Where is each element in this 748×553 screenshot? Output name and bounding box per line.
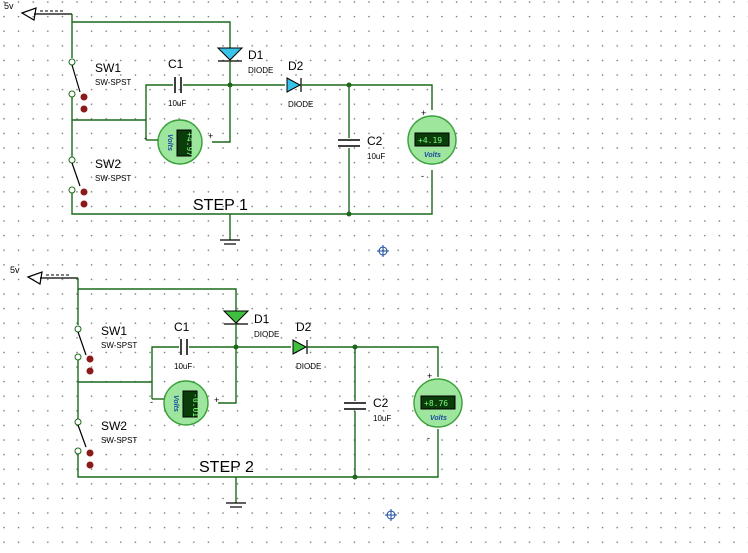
switch-sw1[interactable] <box>68 58 88 113</box>
voltmeter-large[interactable]: +4.19 Volts <box>407 115 457 165</box>
voltage-source-icon[interactable]: 5v <box>4 1 72 21</box>
meter-large-minus: - <box>427 433 430 443</box>
c1-value: 10uF <box>168 99 186 108</box>
source-label: 5v <box>10 265 20 275</box>
meter-large-reading: +8.76 <box>424 399 448 408</box>
sw2-label: SW2 <box>95 157 121 171</box>
c1-label: C1 <box>168 57 184 71</box>
voltmeter-small[interactable]: -0.01 Volts <box>163 380 209 426</box>
switch-sw2[interactable] <box>68 156 88 208</box>
c2-label: C2 <box>373 396 389 410</box>
c1-label: C1 <box>174 320 190 334</box>
sw2-type: SW-SPST <box>95 174 131 183</box>
d2-type: DIODE <box>288 100 313 109</box>
switch-sw2[interactable] <box>74 418 94 469</box>
meter-small-unit: Volts <box>172 395 179 412</box>
capacitor-c1[interactable] <box>174 77 182 93</box>
meter-small-reading: -0.01 <box>191 393 200 417</box>
meter-large-plus: + <box>421 108 426 118</box>
d2-type: DIODE <box>296 362 321 371</box>
crosshair-icon <box>385 509 397 521</box>
d1-label: D1 <box>248 48 264 62</box>
step-1-title: STEP 1 <box>193 197 248 214</box>
step-2-title: STEP 2 <box>199 459 254 476</box>
sw1-type: SW-SPST <box>101 341 137 350</box>
d2-label: D2 <box>288 59 304 73</box>
capacitor-c2[interactable] <box>338 139 360 147</box>
voltmeter-small[interactable]: +4.97 Volts <box>157 119 203 165</box>
sw2-label: SW2 <box>101 419 127 433</box>
meter-large-minus: - <box>421 171 424 181</box>
circuit-step-1: 5v SW1 SW-SPST SW2 SW-SPST <box>4 1 457 257</box>
meter-large-unit: Volts <box>424 152 441 159</box>
ground-icon <box>220 239 240 245</box>
meter-small-reading: +4.97 <box>185 132 194 156</box>
capacitor-c1[interactable] <box>180 339 188 355</box>
sw1-label: SW1 <box>95 61 121 75</box>
d1-label: D1 <box>254 312 270 326</box>
d1-type: DIODE <box>254 330 279 339</box>
meter-small-plus: + <box>208 131 213 141</box>
switch-sw1[interactable] <box>74 325 94 375</box>
meter-large-plus: + <box>427 371 432 381</box>
sw1-label: SW1 <box>101 324 127 338</box>
d2-label: D2 <box>296 320 312 334</box>
meter-small-unit: Volts <box>166 134 173 151</box>
source-label: 5v <box>4 1 14 11</box>
crosshair-icon <box>377 245 389 257</box>
circuit-step-2: 5v SW1 SW-SPST SW2 SW-SPST <box>10 265 463 521</box>
meter-small-minus: - <box>150 397 153 407</box>
c2-value: 10uF <box>367 152 385 161</box>
capacitor-c2[interactable] <box>344 402 366 410</box>
sw2-type: SW-SPST <box>101 436 137 445</box>
c2-value: 10uF <box>373 414 391 423</box>
voltage-source-icon[interactable]: 5v <box>10 265 78 285</box>
meter-small-plus: + <box>214 395 219 405</box>
c1-value: 10uF <box>174 362 192 371</box>
meter-large-reading: +4.19 <box>418 136 442 145</box>
sw1-type: SW-SPST <box>95 78 131 87</box>
voltmeter-large[interactable]: +8.76 Volts <box>413 378 463 428</box>
meter-small-minus: - <box>144 133 147 143</box>
d1-type: DIODE <box>248 66 273 75</box>
meter-large-unit: Volts <box>430 415 447 422</box>
c2-label: C2 <box>367 134 383 148</box>
ground-icon <box>226 502 246 508</box>
